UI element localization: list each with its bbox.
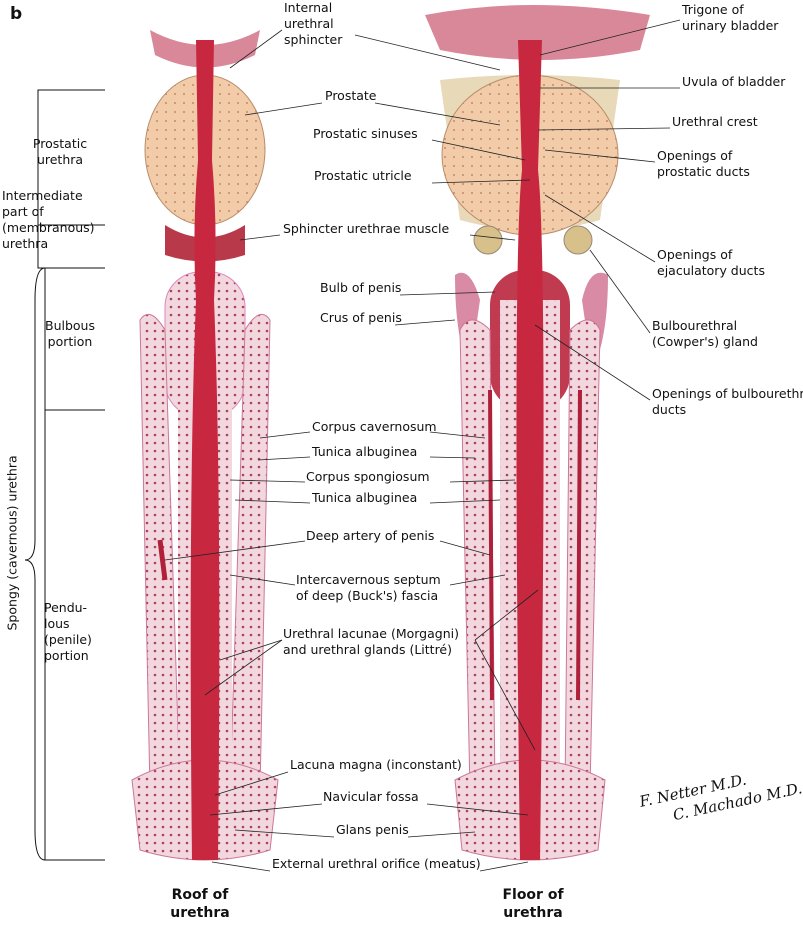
corpus-cavernosum-right <box>229 313 271 791</box>
label-uvula: Uvula of bladder <box>682 74 786 89</box>
label-meatus: External urethral orifice (meatus) <box>272 856 481 871</box>
label-tunica-2: Tunica albuginea <box>312 490 418 505</box>
label-pendulous: Pendu-lous(penile)portion <box>44 600 92 663</box>
label-tunica-1: Tunica albuginea <box>312 444 418 459</box>
label-deep-artery: Deep artery of penis <box>306 528 435 543</box>
label-crus: Crus of penis <box>320 310 402 325</box>
label-glans: Glans penis <box>336 822 409 837</box>
label-prostatic-utricle: Prostatic utricle <box>314 168 412 183</box>
label-corpus-cavernosum: Corpus cavernosum <box>312 419 437 434</box>
label-prostatic-sinuses: Prostatic sinuses <box>313 126 418 141</box>
leader-lines <box>164 19 681 872</box>
bladder <box>425 5 650 60</box>
label-lacunae: Urethral lacunae (Morgagni)and urethral … <box>283 626 459 657</box>
label-navicular: Navicular fossa <box>323 789 419 804</box>
urethra <box>190 40 220 860</box>
label-prostate: Prostate <box>325 88 377 103</box>
region-brackets <box>24 89 105 861</box>
label-corpus-spongiosum: Corpus spongiosum <box>306 469 430 484</box>
bulbourethral-gland-right <box>563 225 593 255</box>
crus-right <box>582 272 608 370</box>
roof-specimen <box>131 30 279 861</box>
panel-letter: b <box>10 4 23 24</box>
bulbourethral-gland-left <box>473 225 503 255</box>
floor-specimen <box>425 5 650 861</box>
label-spongy-urethra: Spongy (cavernous) urethra <box>4 455 20 631</box>
label-urethral-crest: Urethral crest <box>672 114 758 129</box>
label-sphincter-urethrae: Sphincter urethrae muscle <box>283 221 450 236</box>
label-lacuna-magna: Lacuna magna (inconstant) <box>290 757 462 772</box>
label-bulb: Bulb of penis <box>320 280 402 295</box>
label-bulbourethral: Bulbourethral(Cowper's) gland <box>652 318 758 349</box>
